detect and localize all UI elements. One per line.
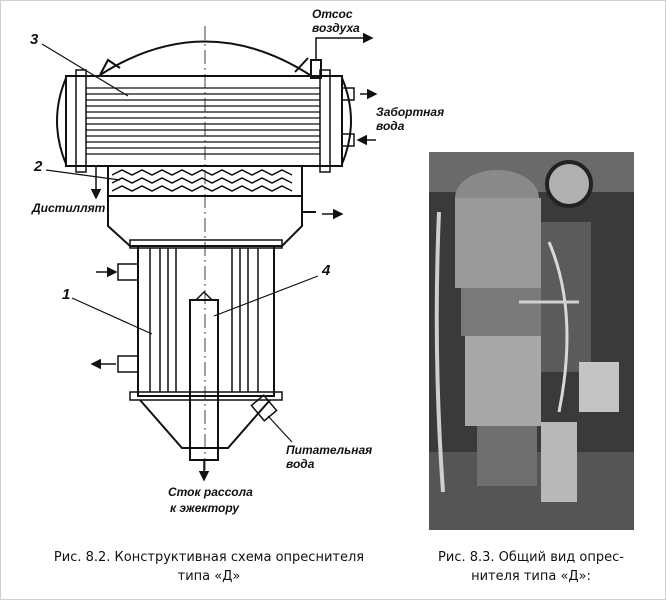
label-distillate: Дистиллят xyxy=(32,201,106,215)
evaporator-body xyxy=(137,245,275,397)
label-feed-water-2: вода xyxy=(286,457,315,471)
caption-fig-8-3: Рис. 8.3. Общий вид опрес- нителя типа «… xyxy=(424,548,638,586)
label-sea-water-1: Забортная xyxy=(376,105,445,119)
desalinator-schematic xyxy=(41,26,378,482)
condenser-body xyxy=(65,75,343,167)
callout-3: 3 xyxy=(30,31,39,48)
callout-4: 4 xyxy=(322,262,331,279)
caption-fig-8-3-line2: нителя типа «Д»: xyxy=(471,569,591,584)
caption-fig-8-2: Рис. 8.2. Конструктивная схема опресните… xyxy=(30,548,388,586)
label-brine-1: Сток рассола xyxy=(168,485,253,499)
central-pipe xyxy=(189,299,219,461)
callout-1: 1 xyxy=(62,286,71,303)
caption-fig-8-2-line1: Рис. 8.2. Конструктивная схема опресните… xyxy=(53,550,365,565)
label-air-out-1: Отсос xyxy=(312,7,353,21)
callout-2: 2 xyxy=(34,158,43,175)
caption-fig-8-2-line2: типа «Д» xyxy=(177,569,241,584)
label-brine-2: к эжектору xyxy=(170,501,240,515)
desalinator-photo xyxy=(429,152,634,530)
top-dome xyxy=(99,40,311,76)
label-feed-water-1: Питательная xyxy=(286,443,373,457)
label-air-out-2: воздуха xyxy=(312,21,360,35)
label-sea-water-2: вода xyxy=(376,119,405,133)
caption-fig-8-3-line1: Рис. 8.3. Общий вид опрес- xyxy=(438,550,624,565)
